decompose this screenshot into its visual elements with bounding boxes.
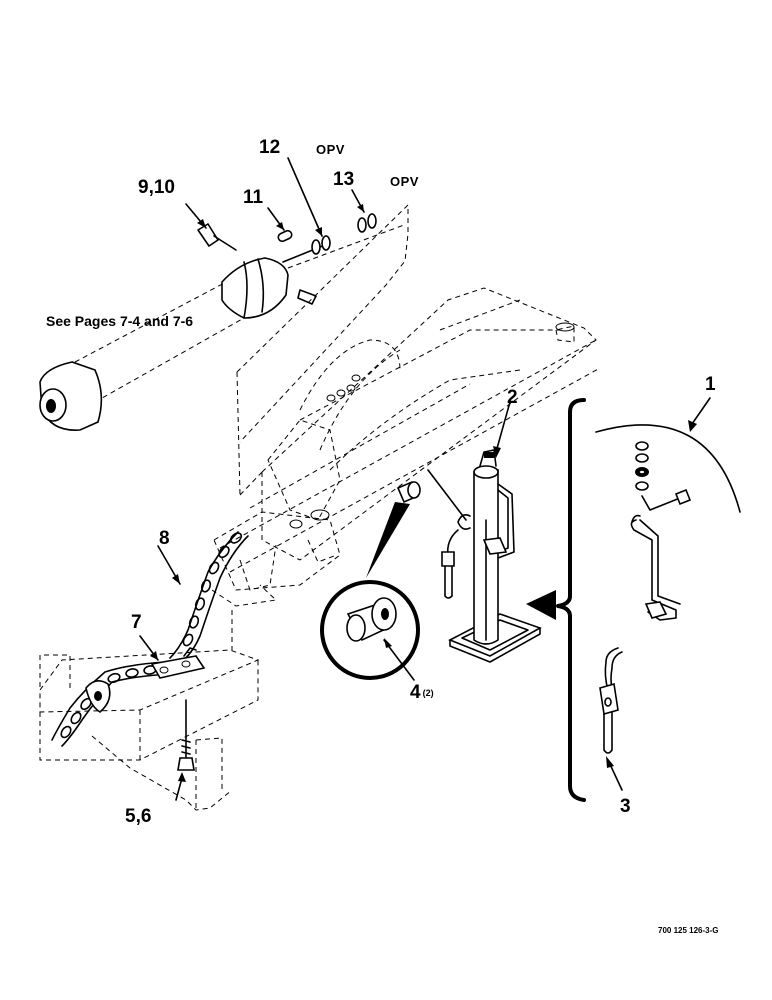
figure-number: 700 125 126-3-G (658, 926, 719, 935)
opv-label-12: OPV (316, 142, 345, 157)
callout-7: 7 (131, 612, 142, 633)
opv-label-13: OPV (390, 174, 419, 189)
tractor-drawbar-phantom (39, 649, 260, 812)
driveline-shaft (39, 224, 405, 431)
bolt-5-6-icon (175, 699, 195, 801)
callout-5-6: 5,6 (125, 806, 152, 827)
callout-4-quantity: (2) (422, 688, 434, 698)
callout-4-number: 4 (410, 682, 421, 703)
bushing-4-detail (320, 480, 421, 681)
callout-9-10: 9,10 (138, 177, 175, 198)
callout-1: 1 (705, 374, 716, 395)
safety-chain-8-icon (51, 531, 249, 747)
callout-3: 3 (620, 796, 631, 817)
kit-1-bracket (526, 397, 741, 802)
chain-bracket-7-icon (139, 635, 206, 679)
jack-2-icon (427, 401, 542, 663)
callout-13: 13 (333, 169, 355, 190)
washers-12-13-icon (287, 157, 377, 255)
callout-12: 12 (259, 137, 281, 158)
see-pages-note: See Pages 7-4 and 7-6 (46, 313, 194, 329)
callout-2: 2 (507, 387, 518, 408)
callout-4: 4(2) (410, 683, 434, 702)
callout-11: 11 (243, 187, 264, 208)
callout-8: 8 (159, 528, 170, 549)
bolt-9-10-icon (185, 203, 237, 251)
driveline-phantom-frame (236, 203, 409, 496)
hitch-clevis (211, 509, 341, 650)
pin-11-icon (267, 207, 293, 243)
implement-frame-phantom (219, 287, 601, 573)
